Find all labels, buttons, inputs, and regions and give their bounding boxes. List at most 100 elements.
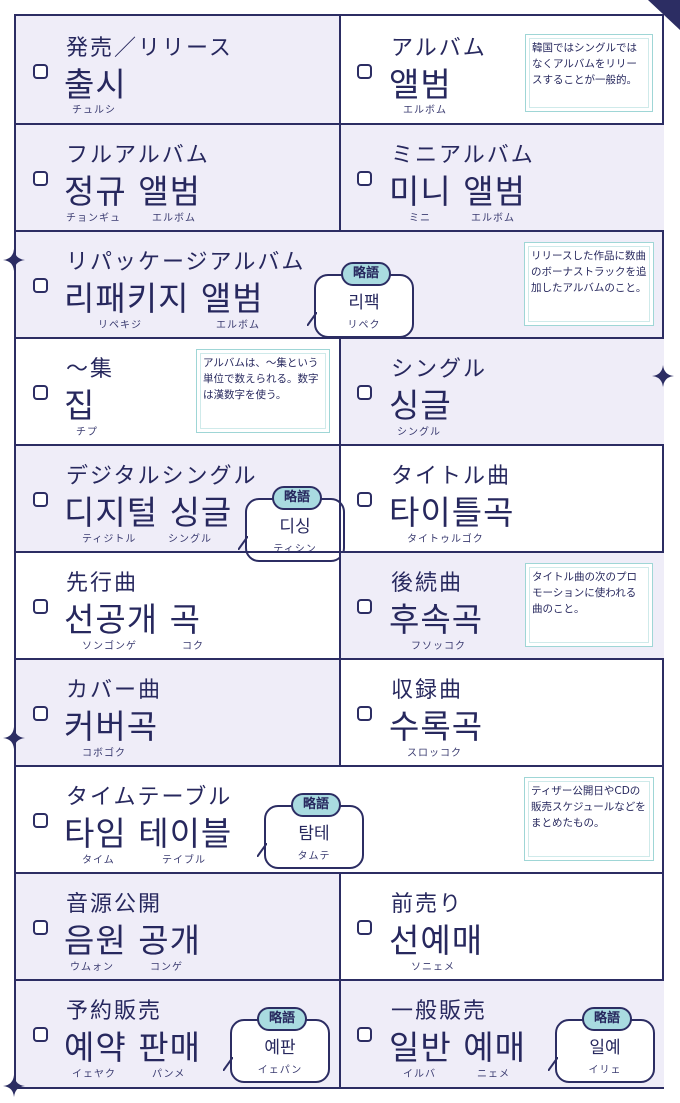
vocab-cell-repackage-album: リパッケージアルバム 리패키지 앨범 リペキジ エルボム 略語 리팩 リペク リ… bbox=[16, 232, 662, 338]
vocab-cell-audio-release: 音源公開 음원 공개 ウムォン コンゲ bbox=[16, 874, 339, 979]
checkbox[interactable] bbox=[357, 1027, 372, 1042]
reading: エルボム bbox=[403, 105, 447, 116]
sparkle-icon bbox=[3, 727, 25, 749]
checkbox[interactable] bbox=[33, 492, 48, 507]
checkbox[interactable] bbox=[33, 813, 48, 828]
abbreviation-bubble: 略語 일예 イリェ bbox=[548, 1007, 655, 1083]
vocab-cell-included-track: 収録曲 수록곡 スロッコク bbox=[341, 660, 664, 765]
abbreviation-korean: 예판 bbox=[264, 1038, 296, 1058]
checkbox[interactable] bbox=[33, 171, 48, 186]
abbreviation-tag: 略語 bbox=[272, 486, 322, 510]
reading: コク bbox=[182, 641, 204, 652]
reading: パンメ bbox=[152, 1069, 186, 1080]
reading: リペキジ bbox=[98, 320, 142, 331]
reading: シングル bbox=[397, 427, 441, 438]
abbreviation-korean: 탐테 bbox=[298, 824, 330, 844]
checkbox[interactable] bbox=[357, 171, 372, 186]
abbreviation-tag: 略語 bbox=[257, 1007, 307, 1031]
korean-term: 싱글 bbox=[389, 386, 452, 425]
vocab-cell-pre-release-track: 先行曲 선공개 곡 ソンゴンゲ コク bbox=[16, 553, 339, 658]
checkbox[interactable] bbox=[357, 706, 372, 721]
note-box: アルバムは、～集という単位で数えられる。数字は漢数字を使う。 bbox=[196, 349, 330, 433]
korean-term: 앨범 bbox=[389, 65, 452, 104]
reading: チョンギュ bbox=[66, 213, 121, 224]
abbreviation-tag: 略語 bbox=[341, 262, 391, 286]
reading: コンゲ bbox=[150, 962, 183, 973]
vocab-cell-collection: ～集 집 チプ アルバムは、～集という単位で数えられる。数字は漢数字を使う。 bbox=[16, 339, 339, 444]
abbreviation-reading: イェパン bbox=[257, 1065, 303, 1076]
korean-term: 일반 예매 bbox=[389, 1028, 526, 1067]
korean-term: 집 bbox=[64, 386, 96, 425]
korean-term: 수록곡 bbox=[389, 707, 484, 746]
checkbox[interactable] bbox=[357, 920, 372, 935]
japanese-term: デジタルシングル bbox=[66, 464, 258, 489]
checkbox[interactable] bbox=[33, 64, 48, 79]
japanese-term: 一般販売 bbox=[391, 999, 488, 1024]
checkbox[interactable] bbox=[357, 492, 372, 507]
column-divider bbox=[339, 339, 341, 767]
checkbox[interactable] bbox=[33, 599, 48, 614]
note-box: リリースした作品に数曲のボーナストラックを追加したアルバムのこと。 bbox=[524, 242, 654, 326]
reading: ソニェメ bbox=[411, 962, 455, 973]
note-box: ティザー公開日やCDの販売スケジュールなどをまとめたもの。 bbox=[524, 777, 654, 861]
vocab-cell-presale: 前売り 선예매 ソニェメ bbox=[341, 874, 664, 979]
sparkle-icon bbox=[652, 365, 674, 387]
row-divider bbox=[16, 872, 662, 874]
reading: タイトゥルゴク bbox=[407, 534, 484, 545]
reading: チュルシ bbox=[72, 105, 116, 116]
korean-term: 선공개 곡 bbox=[64, 600, 201, 639]
checkbox[interactable] bbox=[357, 599, 372, 614]
korean-term: 타이틀곡 bbox=[389, 493, 515, 532]
japanese-term: フルアルバム bbox=[66, 143, 210, 168]
reading: ニェメ bbox=[477, 1069, 510, 1080]
abbreviation-korean: 디싱 bbox=[279, 517, 311, 537]
vocab-cell-timetable: タイムテーブル 타임 테이블 タイム テイブル 略語 탐테 タムテ ティザー公開… bbox=[16, 767, 662, 872]
reading: エルボム bbox=[152, 213, 196, 224]
abbreviation-korean: 일예 bbox=[589, 1038, 621, 1058]
korean-term: 출시 bbox=[64, 65, 127, 104]
abbreviation-bubble: 略語 리팩 リペク bbox=[307, 262, 414, 338]
abbreviation-bubble: 略語 탐테 タムテ bbox=[257, 793, 364, 869]
checkbox[interactable] bbox=[33, 920, 48, 935]
korean-term: 선예매 bbox=[389, 921, 484, 960]
checkbox[interactable] bbox=[33, 1027, 48, 1042]
abbreviation-bubble: 略語 예판 イェパン bbox=[223, 1007, 330, 1083]
checkbox[interactable] bbox=[357, 385, 372, 400]
reading: ウムォン bbox=[70, 962, 114, 973]
vocab-cell-full-album: フルアルバム 정규 앨범 チョンギュ エルボム bbox=[16, 125, 339, 230]
vocab-cell-release: 発売／リリース 출시 チュルシ bbox=[16, 16, 339, 123]
korean-term: 예약 판매 bbox=[64, 1028, 201, 1067]
japanese-term: 発売／リリース bbox=[66, 36, 233, 61]
checkbox[interactable] bbox=[33, 278, 48, 293]
japanese-term: 予約販売 bbox=[66, 999, 163, 1024]
checkbox[interactable] bbox=[33, 706, 48, 721]
reading: エルボム bbox=[471, 213, 515, 224]
corner-triangle-icon bbox=[648, 0, 680, 30]
vocab-cell-mini-album: ミニアルバム 미니 앨범 ミニ エルボム bbox=[341, 125, 664, 230]
japanese-term: タイトル曲 bbox=[391, 464, 512, 489]
vocab-cell-title-track: タイトル曲 타이틀곡 タイトゥルゴク bbox=[341, 446, 664, 551]
abbreviation-tag: 略語 bbox=[582, 1007, 632, 1031]
column-divider bbox=[339, 874, 341, 1087]
vocab-cell-digital-single: デジタルシングル 디지털 싱글 ティジトル シングル 略語 디싱 ティシン bbox=[16, 446, 345, 562]
row-divider bbox=[16, 337, 662, 339]
bubble-tail-icon bbox=[238, 536, 248, 550]
japanese-term: アルバム bbox=[391, 36, 487, 61]
reading: テイブル bbox=[162, 855, 206, 866]
checkbox[interactable] bbox=[357, 64, 372, 79]
checkbox[interactable] bbox=[33, 385, 48, 400]
korean-term: 타임 테이블 bbox=[64, 814, 233, 853]
korean-term: 후속곡 bbox=[389, 600, 484, 639]
reading: ティジトル bbox=[82, 534, 137, 545]
korean-term: 리패키지 앨범 bbox=[64, 279, 264, 318]
reading: シングル bbox=[168, 534, 212, 545]
abbreviation-tag: 略語 bbox=[291, 793, 341, 817]
korean-term: 미니 앨범 bbox=[389, 172, 526, 211]
vocab-cell-cover-song: カバー曲 커버곡 コボゴク bbox=[16, 660, 339, 765]
japanese-term: タイムテーブル bbox=[66, 785, 233, 810]
note-box: タイトル曲の次のプロモーションに使われる曲のこと。 bbox=[525, 563, 653, 647]
sparkle-icon bbox=[3, 1075, 25, 1097]
japanese-term: 先行曲 bbox=[66, 571, 139, 596]
vocab-cell-album: アルバム 앨범 エルボム 韓国ではシングルではなくアルバムをリリースすることが一… bbox=[341, 16, 664, 123]
sparkle-icon bbox=[3, 249, 25, 271]
